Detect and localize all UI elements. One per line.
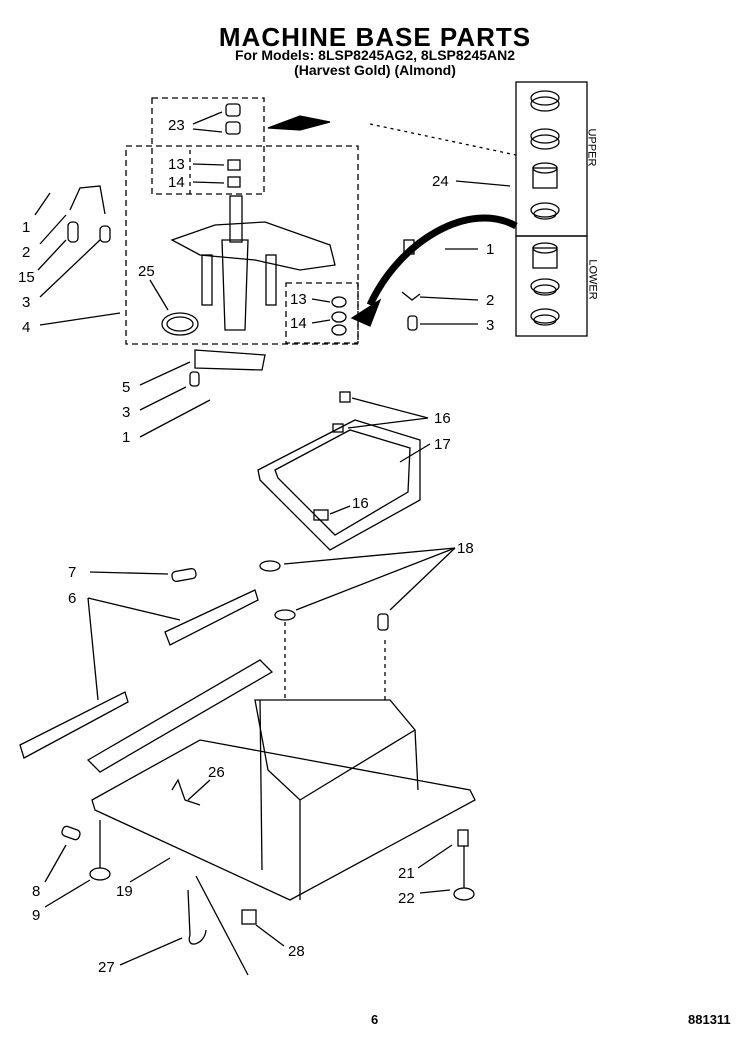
callout-2: 2 xyxy=(22,244,31,261)
callout-28: 28 xyxy=(288,943,305,960)
inset-lower xyxy=(515,235,588,337)
callout-7: 7 xyxy=(68,564,77,581)
box-bearing-top xyxy=(151,97,265,195)
inset-lower-label: LOWER xyxy=(586,259,599,300)
callout-2-right: 2 xyxy=(486,292,495,309)
callout-27: 27 xyxy=(98,959,115,976)
page-title: MACHINE BASE PARTS xyxy=(218,22,532,52)
base-frame xyxy=(86,622,476,901)
callout-1-lower: 1 xyxy=(122,429,131,446)
callout-14-right: 14 xyxy=(290,315,307,332)
transmission-drawing xyxy=(161,195,336,336)
callout-23: 23 xyxy=(168,117,185,134)
flow-arrow xyxy=(366,214,518,307)
tray-17 xyxy=(257,419,421,551)
callout-24: 24 xyxy=(432,173,449,190)
callout-22: 22 xyxy=(398,890,415,907)
lower-seals xyxy=(530,242,560,326)
models-line: For Models: 8LSP8245AG2, 8LSP8245AN2 xyxy=(234,47,516,63)
box-bearing-right xyxy=(285,282,359,344)
colors-line: (Harvest Gold) (Almond) xyxy=(294,62,456,78)
callout-3-lower: 3 xyxy=(122,404,131,421)
upper-seals xyxy=(530,90,560,220)
callout-25: 25 xyxy=(138,263,155,280)
callout-26: 26 xyxy=(208,764,225,781)
callout-8: 8 xyxy=(32,883,41,900)
callout-3: 3 xyxy=(22,294,31,311)
document-code: 881311 xyxy=(688,1012,731,1027)
page-number: 6 xyxy=(371,1012,379,1027)
callout-13: 13 xyxy=(168,156,185,173)
callout-1: 1 xyxy=(22,219,31,236)
callout-13-right: 13 xyxy=(290,291,307,308)
callout-9: 9 xyxy=(32,907,41,924)
callout-19: 19 xyxy=(116,883,133,900)
callout-6: 6 xyxy=(68,590,77,607)
inset-upper xyxy=(515,81,588,237)
callout-14: 14 xyxy=(168,174,185,191)
callout-16: 16 xyxy=(434,410,451,427)
callout-16-lower: 16 xyxy=(352,495,369,512)
callout-1-right: 1 xyxy=(486,241,495,258)
callout-3-right: 3 xyxy=(486,317,495,334)
box-transmission xyxy=(125,145,359,345)
callout-18: 18 xyxy=(457,540,474,557)
callout-17: 17 xyxy=(434,436,451,453)
callout-15: 15 xyxy=(18,269,35,286)
callout-5: 5 xyxy=(122,379,131,396)
inset-upper-label: UPPER xyxy=(585,128,598,167)
callout-21: 21 xyxy=(398,865,415,882)
callout-4: 4 xyxy=(22,319,31,336)
